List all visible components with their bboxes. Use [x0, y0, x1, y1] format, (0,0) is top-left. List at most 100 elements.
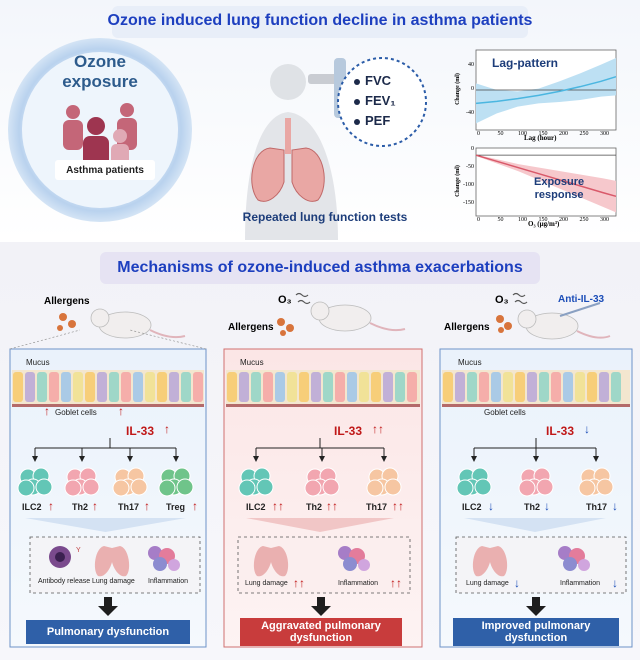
arrow-head-icon	[593, 456, 599, 462]
decrease-arrow-icon: ↓	[488, 499, 494, 513]
test-pef: PEF	[365, 113, 391, 128]
x-tick-label: 150	[538, 131, 548, 137]
cell-label: Th2	[72, 502, 89, 512]
o3-label: O₃	[495, 294, 509, 306]
epithelial-cell	[551, 372, 561, 402]
epithelial-cell	[407, 372, 417, 402]
decrease-arrow-icon: ↓	[612, 576, 618, 590]
cell-cluster-icon	[518, 467, 554, 497]
il33-label: IL-33	[126, 424, 155, 438]
exposure-response-chart	[475, 147, 617, 217]
epithelial-cell	[347, 372, 357, 402]
allergens-label: Allergens	[444, 322, 490, 333]
epithelial-cell	[97, 372, 107, 402]
x-tick-label: 0	[477, 131, 480, 137]
increase-arrow-icon: ↑	[48, 499, 54, 513]
mouse-icon	[310, 301, 406, 332]
inflammation-cells-icon	[148, 546, 590, 571]
epithelial-cell	[539, 372, 549, 402]
outcome-label: Antibody release	[38, 578, 91, 585]
exposure-ci-band	[476, 154, 616, 213]
cell-label: Th2	[306, 502, 323, 512]
epithelial-cell	[61, 372, 71, 402]
cell-cluster-icon	[64, 467, 100, 497]
epithelial-cell	[275, 372, 285, 402]
cell-cluster-icon	[158, 467, 194, 497]
increase-arrow-icon: ↑↑	[390, 576, 402, 590]
increase-arrow-icon: ↑↑	[372, 422, 384, 436]
arrow-head-icon	[253, 456, 259, 462]
il33-label: IL-33	[546, 424, 575, 438]
cell-cluster-icon	[366, 467, 402, 497]
x-tick-label: 300	[600, 131, 609, 137]
bullet-icon	[354, 119, 360, 125]
increase-arrow-icon: ↑↑	[272, 499, 284, 513]
epithelial-cell	[73, 372, 83, 402]
increase-arrow-icon: ↑	[92, 499, 98, 513]
epithelial-cell	[467, 372, 477, 402]
epithelial-cell	[37, 372, 47, 402]
epithelial-cell	[121, 372, 131, 402]
bullet-icon	[354, 99, 360, 105]
epithelial-cell	[515, 372, 525, 402]
epithelial-cell	[49, 372, 59, 402]
outcome-label: Inflammation	[560, 580, 601, 587]
increase-arrow-icon: ↑↑	[326, 499, 338, 513]
mouse-icon	[90, 308, 186, 339]
x-tick-label: 200	[559, 217, 568, 223]
convergence-funnel	[246, 518, 394, 532]
arrow-head-icon	[319, 456, 325, 462]
increase-arrow-icon: ↑	[192, 499, 198, 513]
exposure-chart-title-line: Exposure	[534, 176, 585, 188]
x-tick-label: 300	[600, 217, 609, 223]
arrow-head-icon	[381, 456, 387, 462]
epithelial-cell	[359, 372, 369, 402]
decrease-arrow-icon: ↓	[612, 499, 618, 513]
cell-label: ILC2	[462, 502, 482, 512]
test-fev1: FEV₁	[365, 93, 396, 108]
epithelial-cell	[479, 372, 489, 402]
result-box	[453, 618, 619, 646]
allergen-dots	[57, 313, 512, 336]
epithelial-cell	[455, 372, 465, 402]
x-tick-label: 100	[518, 217, 527, 223]
cell-label: Th17	[366, 502, 388, 512]
y-tick-label: -40	[466, 110, 474, 116]
epithelial-cell	[371, 372, 381, 402]
arrow-head-icon	[533, 456, 539, 462]
epithelial-cell	[575, 372, 585, 402]
basement-membrane	[226, 404, 420, 407]
x-tick-label: 0	[477, 217, 480, 223]
antibody-release-icon: Y	[49, 546, 81, 568]
epithelial-cell	[181, 372, 191, 402]
x-tick-label: 50	[497, 217, 504, 223]
lag-estimate-line	[475, 75, 617, 105]
exposure-chart-xlabel: O₃ (μg/m³)	[528, 220, 560, 228]
decrease-arrow-icon: ↓	[584, 422, 590, 436]
o3-label: O₃	[278, 294, 292, 306]
result-box	[26, 620, 190, 644]
increase-arrow-icon: ↑	[118, 404, 124, 418]
epithelial-cell	[299, 372, 309, 402]
outcome-label: Lung damage	[92, 578, 135, 585]
result-arrow-icon	[98, 597, 546, 616]
decrease-arrow-icon: ↓	[544, 499, 550, 513]
epithelial-cell	[443, 372, 453, 402]
cell-label: Th17	[586, 502, 608, 512]
ozone-exposure-label: Ozone exposure	[60, 52, 140, 92]
result-box	[240, 618, 402, 646]
basement-membrane	[12, 404, 204, 407]
epithelial-cell	[145, 372, 155, 402]
exposure-estimate-line	[475, 154, 617, 198]
epithelial-cell	[527, 372, 537, 402]
lung-icon	[94, 546, 508, 577]
top-title: Ozone induced lung function decline in a…	[107, 12, 533, 29]
repeated-tests-label: Repeated lung function tests	[242, 210, 408, 224]
result-label: Improved pulmonary dysfunction	[481, 620, 591, 644]
result-label: Aggravated pulmonary dysfunction	[261, 620, 381, 644]
cell-label: Treg	[166, 502, 186, 512]
increase-arrow-icon: ↑	[44, 404, 50, 418]
arrow-head-icon	[127, 456, 133, 462]
epithelial-cell	[491, 372, 501, 402]
cell-cluster-icon	[304, 467, 340, 497]
